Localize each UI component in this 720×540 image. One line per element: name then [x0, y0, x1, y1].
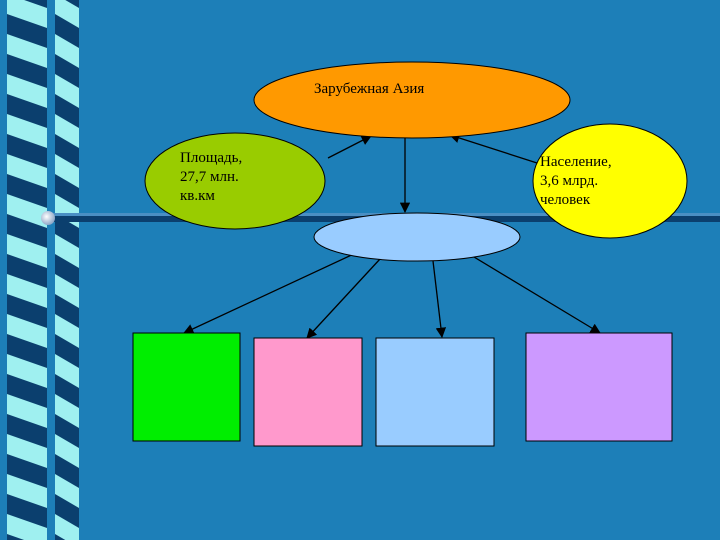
population-node: [532, 123, 688, 239]
category-box-4: [525, 332, 673, 442]
ribbon-stripe: [7, 274, 47, 308]
ribbon-stripe: [7, 194, 47, 228]
ribbon-stripe: [7, 234, 47, 268]
ribbon-stripe: [7, 394, 47, 428]
arrow-center-to-box-1: [183, 251, 359, 334]
ribbon-stripe: [7, 514, 47, 540]
arrow-center-to-box-3: [432, 260, 447, 339]
ribbon-stripe: [55, 394, 79, 428]
title-node-label: Зарубежная Азия: [314, 81, 425, 97]
ribbon-stripe: [55, 234, 79, 268]
connectors: [183, 132, 601, 339]
area-node: [144, 132, 326, 230]
ribbon-stripe: [55, 74, 79, 108]
arrow-to-title-from-area: [327, 135, 372, 159]
population-node-label: Население, 3,6 млрд. человек: [540, 154, 612, 208]
ribbon-stripe: [55, 154, 79, 188]
arrow-to-title-from-population: [449, 132, 538, 164]
ribbon-stripe: [55, 34, 79, 68]
ribbon-stripe: [55, 434, 79, 468]
ribbon-stripe: [7, 474, 47, 508]
category-box-3: [375, 337, 495, 447]
ribbon-stripe: [55, 474, 79, 508]
arrow-center-to-box-2: [306, 258, 381, 339]
ribbon-stripe: [55, 354, 79, 388]
ribbon-stripe: [55, 274, 79, 308]
ribbon-stripe: [55, 114, 79, 148]
ribbon-stripe: [7, 34, 47, 68]
ribbon-stripe: [7, 114, 47, 148]
ribbon-stripe: [7, 154, 47, 188]
category-box-2: [253, 337, 363, 447]
rail-pearl-ornament: [41, 211, 55, 225]
ribbon-stripe: [55, 514, 79, 540]
center-node: [313, 212, 521, 262]
ribbon-stripe: [55, 0, 79, 28]
area-node-label: Площадь, 27,7 млн. кв.км: [180, 150, 243, 204]
category-box-1: [132, 332, 241, 442]
ribbon-stripe: [7, 354, 47, 388]
ribbon-stripe: [7, 0, 47, 28]
title-node: [253, 61, 571, 139]
ribbon-stripe: [7, 434, 47, 468]
ribbon-stripe: [55, 314, 79, 348]
ribbon-stripe: [7, 314, 47, 348]
arrow-center-to-box-4: [468, 253, 601, 334]
ribbon-stripe: [7, 74, 47, 108]
left-ribbon-decoration: [7, 0, 79, 540]
